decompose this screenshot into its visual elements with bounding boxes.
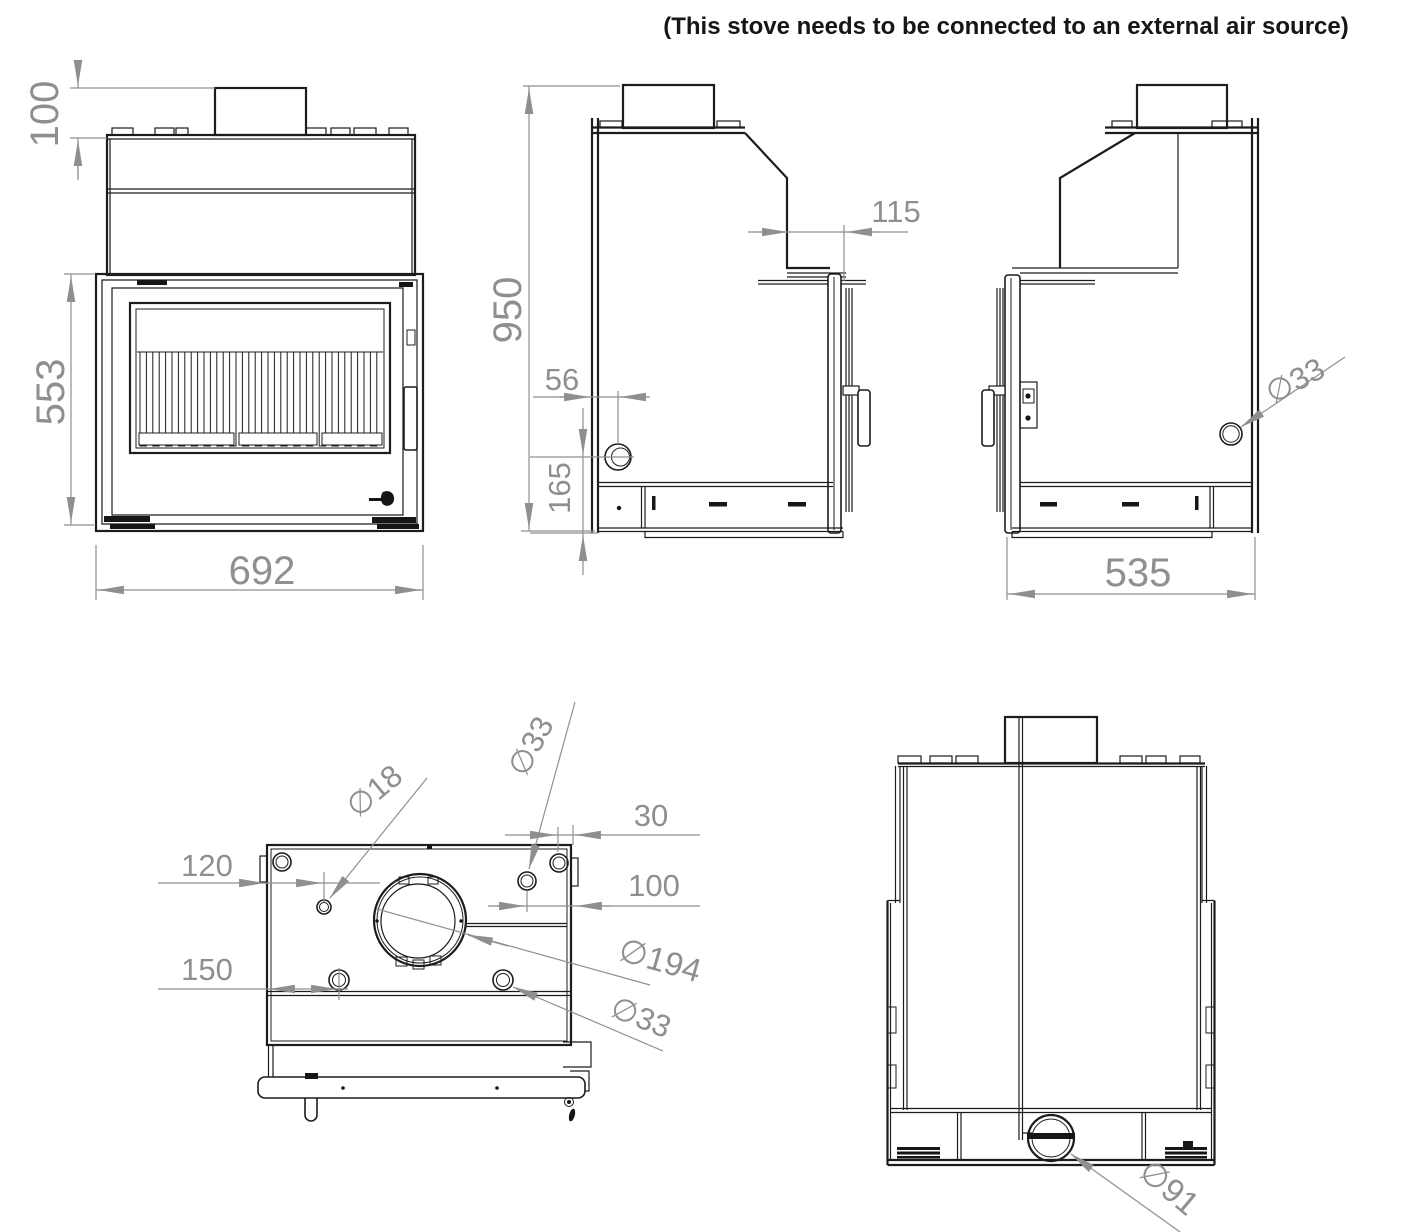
vent-grilles xyxy=(897,1141,1207,1159)
front-view: 100 553 692 xyxy=(23,60,425,600)
flue-collar-right xyxy=(1135,83,1229,130)
flue-collar-side xyxy=(621,83,716,130)
side-base-slots xyxy=(652,496,806,510)
rail-rivet xyxy=(341,1086,345,1090)
page-title: (This stove needs to be connected to an … xyxy=(663,13,1349,40)
side-hole xyxy=(1219,422,1243,446)
side-tab-right xyxy=(570,857,579,887)
grille-bars xyxy=(139,351,378,447)
dim-top-pilot-hole: ∅18 xyxy=(339,758,409,824)
right-outline xyxy=(1058,118,1260,533)
grille-rail xyxy=(138,432,383,446)
dim-side-top-recess: 115 xyxy=(871,194,920,229)
top-body-inner xyxy=(270,848,568,1042)
dim-top-flue-diameter: ∅194 xyxy=(615,931,706,990)
dim-front-body-height: 553 xyxy=(29,359,73,426)
base-rivet xyxy=(616,505,622,511)
firebox-front xyxy=(94,272,425,533)
mounting-tabs-side xyxy=(599,120,741,129)
door-latch xyxy=(403,386,418,451)
dim-right-hole-diameter: ∅33 xyxy=(1260,351,1331,411)
right-base-slots xyxy=(1040,496,1199,510)
side-view: 950 115 56 165 xyxy=(486,83,921,575)
right-detail xyxy=(996,133,1179,512)
right-dimensions: 535 ∅33 xyxy=(1006,351,1346,600)
dim-side-inlet-offset: 56 xyxy=(545,362,579,397)
door-handle xyxy=(857,389,871,447)
handle-pin xyxy=(304,1098,318,1122)
dim-top-corner-offset: 30 xyxy=(634,798,668,833)
front-dimensions: 100 553 692 xyxy=(23,60,424,600)
rear-outline xyxy=(886,762,1216,1167)
mounting-tabs xyxy=(111,127,409,136)
dim-top-lower-hole: ∅33 xyxy=(606,990,676,1045)
dim-top-hole: ∅33 xyxy=(501,711,561,782)
flue-collar xyxy=(213,86,308,137)
hinge-pin xyxy=(406,329,416,346)
dim-right-depth: 535 xyxy=(1105,551,1172,595)
door-window-frame xyxy=(128,301,392,455)
front-rail xyxy=(257,1076,586,1099)
rear-detail xyxy=(887,717,1215,1160)
dim-side-overall-height: 950 xyxy=(486,277,530,344)
right-side-view: 535 ∅33 xyxy=(981,83,1346,600)
side-dimensions: 950 115 56 165 xyxy=(486,85,921,575)
rail-rivet xyxy=(495,1086,499,1090)
dim-top-edge-offset: 100 xyxy=(628,868,680,903)
window-inner-frame xyxy=(135,308,385,449)
top-body xyxy=(265,843,573,1047)
dim-top-left-offset: 120 xyxy=(181,848,233,883)
mounting-tabs-right xyxy=(1111,120,1243,129)
right-base xyxy=(1011,481,1253,539)
keyhole xyxy=(564,1097,576,1122)
damper-bar xyxy=(1027,1133,1075,1139)
flue-opening xyxy=(372,845,468,970)
top-seams xyxy=(267,922,571,997)
door-edge-right xyxy=(1004,274,1021,534)
top-view: 120 150 30 100 ∅18 ∅33 ∅194 ∅33 xyxy=(158,701,706,1122)
dim-top-lower-offset: 150 xyxy=(181,952,233,987)
side-detail xyxy=(758,272,866,512)
top-front-step xyxy=(267,1041,592,1092)
door-handle-right xyxy=(981,389,995,447)
latch-mechanism xyxy=(1019,381,1038,429)
flame-logo-icon xyxy=(369,491,395,506)
handle-bracket xyxy=(842,385,860,396)
side-base xyxy=(598,481,844,539)
side-hole-inner xyxy=(1222,425,1240,443)
dim-side-inlet-height: 165 xyxy=(542,462,577,514)
firebox-detail xyxy=(101,279,418,525)
stove-upper-body xyxy=(105,133,417,277)
dim-front-width: 692 xyxy=(229,549,296,593)
side-outline xyxy=(590,118,830,533)
dim-front-flue-height: 100 xyxy=(23,81,67,148)
rail-clip xyxy=(305,1073,318,1079)
dim-rear-inlet-diameter: ∅91 xyxy=(1132,1152,1206,1222)
side-brackets xyxy=(887,1006,1215,1089)
upper-body-detail xyxy=(107,138,415,275)
rear-view: ∅91 xyxy=(886,715,1216,1232)
